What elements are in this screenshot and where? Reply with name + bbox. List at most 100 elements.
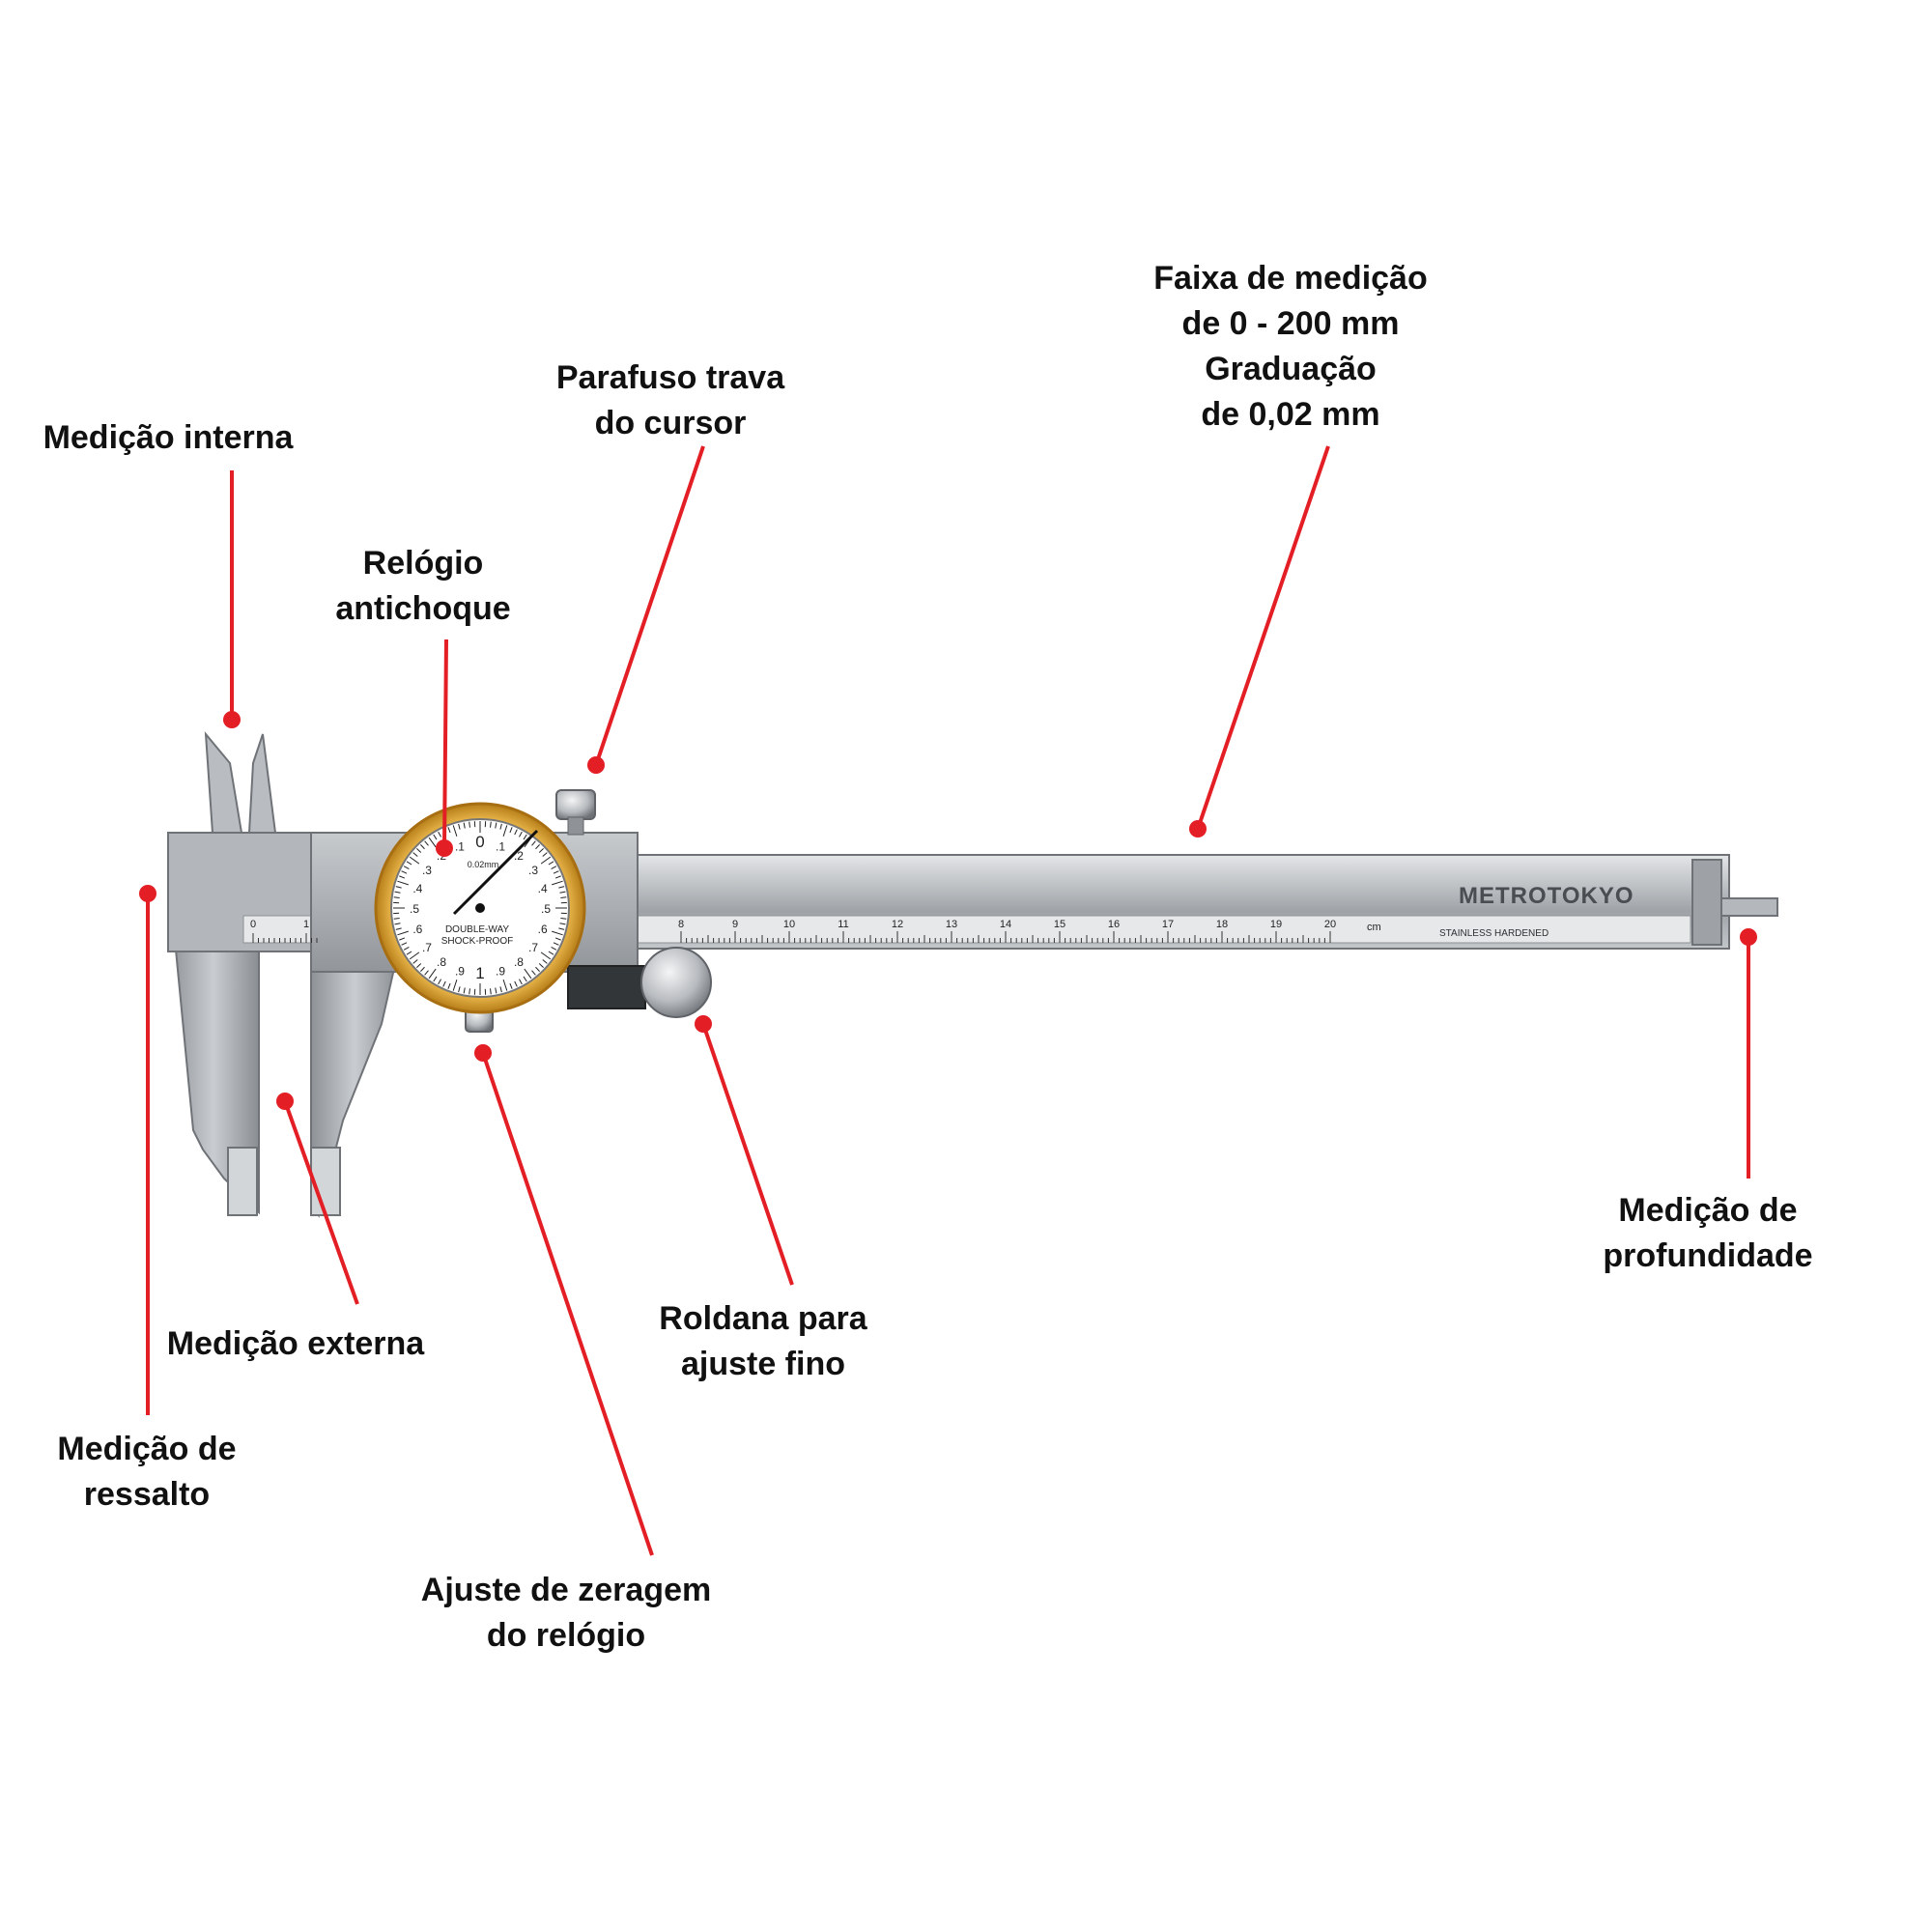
dial-tick <box>554 875 561 879</box>
dial-tick <box>490 988 492 995</box>
dial-tick <box>548 951 554 955</box>
dial-number: .6 <box>412 923 422 936</box>
jaw-scale-number: 0 <box>250 919 256 930</box>
leader-lines <box>139 445 1757 1556</box>
dial-number: .3 <box>422 864 432 877</box>
dial-tick <box>509 827 513 834</box>
dial-tick <box>395 927 402 930</box>
dial-tick <box>424 840 429 846</box>
dial-tick <box>469 988 470 995</box>
dial-tick <box>406 861 412 866</box>
dial-tick <box>523 834 527 840</box>
dial-tick <box>559 923 566 925</box>
dial-number: .6 <box>538 923 548 936</box>
dial-tick <box>540 856 552 865</box>
dial-tick <box>514 829 518 836</box>
dial-tick <box>553 870 559 874</box>
dial-tick <box>428 968 437 980</box>
leader-zeragem <box>481 1052 654 1556</box>
dial-tick <box>458 986 461 993</box>
dial-number: .8 <box>514 955 524 969</box>
label-ajuste-zeragem: Ajuste de zeragem do relógio <box>420 1572 712 1654</box>
scale-number: 15 <box>1054 919 1065 930</box>
dial-tick <box>433 834 438 840</box>
dial-tick <box>420 966 425 972</box>
label-parafuso-trava: Parafuso trava do cursor <box>555 359 785 441</box>
dial-tick <box>542 959 548 964</box>
dial-tick <box>438 979 441 985</box>
dial-number: .4 <box>412 882 422 895</box>
leader-profundidade-dot <box>1740 928 1757 946</box>
dial-tick <box>401 870 408 874</box>
dial-number: 1 <box>475 964 484 982</box>
dial-number: .7 <box>528 941 538 954</box>
dial-tick <box>502 980 508 991</box>
dial-tick <box>519 979 523 985</box>
scale-number: 16 <box>1108 919 1120 930</box>
dial-tick <box>559 891 566 894</box>
leader-relogio <box>442 639 448 849</box>
dial-ticks <box>393 821 567 995</box>
dial-number: .7 <box>422 941 432 954</box>
dial-tick <box>514 980 518 987</box>
leader-externa-dot <box>276 1093 294 1110</box>
dial-tick <box>412 959 418 964</box>
dial-tick <box>548 861 554 866</box>
dial-tick <box>499 823 502 830</box>
dial-tick <box>403 947 410 951</box>
depth-rod <box>1720 897 1778 917</box>
dial-tick <box>399 937 406 941</box>
dial-tick <box>409 856 420 865</box>
dial-number: .9 <box>496 965 505 979</box>
label-medicao-ressalto: Medição de ressalto <box>57 1431 237 1513</box>
caliper-body: 0.1.2.3.4.5.6.7.8.91.9.8.7.6.5.4.3.2.1 0… <box>167 730 1778 1219</box>
dial-tick <box>558 886 565 889</box>
dial-tick <box>538 963 544 968</box>
locking-screw <box>555 789 596 820</box>
dial-text-shockproof: SHOCK-PROOF <box>441 936 513 947</box>
dial-tick <box>393 896 400 898</box>
scale-number: 10 <box>783 919 795 930</box>
locking-screw-shaft <box>567 816 584 836</box>
inside-jaw-left <box>204 730 243 834</box>
dial-tick <box>401 942 408 946</box>
dial-tick <box>519 831 523 838</box>
dial-tick <box>560 896 567 898</box>
dial-tick <box>397 880 409 886</box>
dial-tick <box>551 947 557 951</box>
leader-faixa-dot <box>1189 820 1207 838</box>
jaw-scale-number: 1 <box>303 919 309 930</box>
dial-tick <box>535 844 540 850</box>
dial-tick <box>558 927 565 930</box>
dial-number: .8 <box>437 955 446 969</box>
leader-ressalto-dot <box>139 885 156 902</box>
leader-roldana <box>701 1023 794 1286</box>
dial-number: .2 <box>514 849 524 863</box>
dial-number: 0 <box>475 833 484 851</box>
dial-tick <box>469 821 470 828</box>
dial-tick <box>394 891 401 894</box>
dial-tick <box>442 980 446 987</box>
dial-tick <box>495 822 497 829</box>
leader-relogio-dot <box>436 839 453 857</box>
fine-adjust-roller <box>640 947 712 1018</box>
dial-tick <box>463 822 466 829</box>
dial-number: .4 <box>538 882 548 895</box>
dial-tick <box>499 986 502 993</box>
label-roldana: Roldana para ajuste fino <box>659 1300 867 1382</box>
dial-tick <box>403 866 410 869</box>
dial-tick <box>452 980 458 991</box>
dial-tick <box>524 968 532 980</box>
dial-tick <box>399 875 406 879</box>
dial-tick <box>428 837 437 848</box>
dial-tick <box>433 976 438 982</box>
scale-number: 20 <box>1324 919 1336 930</box>
dial-tick <box>394 923 401 925</box>
dial-tick <box>531 840 536 846</box>
label-relogio-antichoque: Relógio antichoque <box>335 545 511 627</box>
dial-tick <box>542 852 548 857</box>
dial-tick <box>395 886 402 889</box>
leader-roldana-dot <box>695 1015 712 1033</box>
